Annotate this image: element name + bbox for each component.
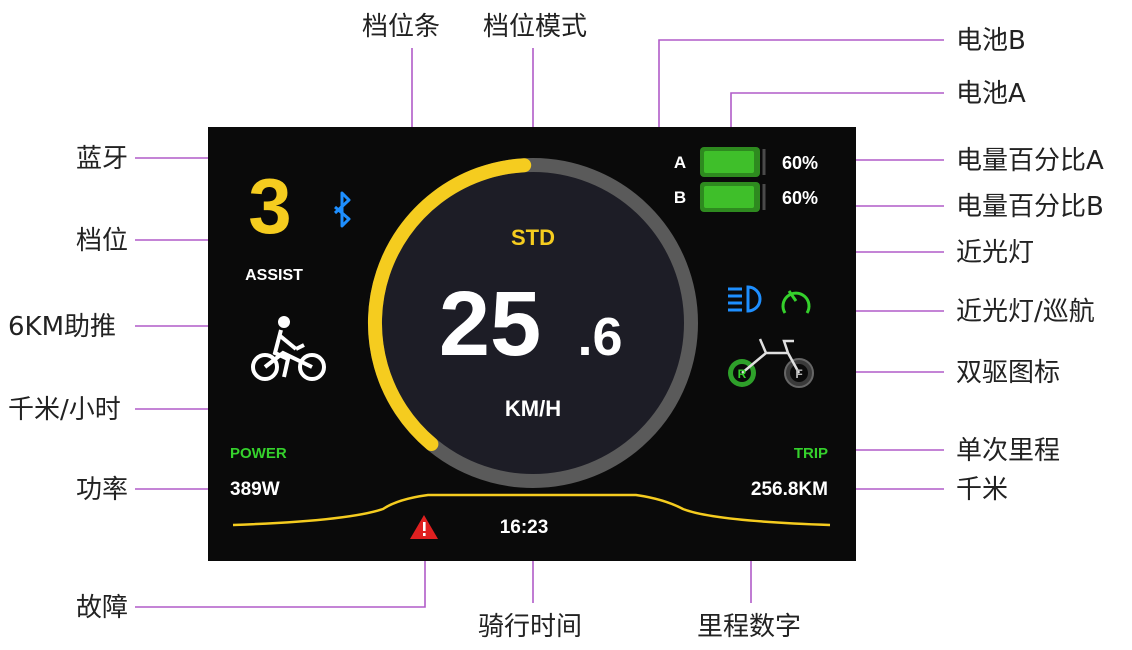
fault-icon bbox=[410, 515, 438, 539]
battery-b-letter: B bbox=[674, 188, 686, 207]
callout-ride-time: 骑行时间 bbox=[478, 612, 583, 642]
cruise-icon bbox=[781, 290, 811, 314]
trip-label: TRIP bbox=[794, 445, 828, 462]
callout-bluetooth: 蓝牙 bbox=[76, 144, 129, 174]
callout-dual-drive: 双驱图标 bbox=[956, 358, 1061, 388]
battery-a-letter: A bbox=[674, 153, 686, 172]
drive-rear-letter: R bbox=[738, 367, 747, 381]
walk-assist-icon bbox=[251, 316, 326, 381]
speed-decimal: .6 bbox=[577, 307, 622, 367]
callout-battery-pct-b: 电量百分比B bbox=[956, 192, 1104, 222]
battery-b-percent: 60% bbox=[782, 188, 818, 208]
callout-battery-b: 电池B bbox=[956, 26, 1026, 56]
callout-kmh: 千米/小时 bbox=[8, 395, 121, 425]
callout-battery-a: 电池A bbox=[956, 79, 1026, 109]
speed-integer: 25 bbox=[439, 273, 541, 375]
bluetooth-icon bbox=[333, 191, 351, 228]
dual-drive-icon bbox=[728, 338, 814, 388]
low-beam-icon bbox=[728, 285, 762, 313]
power-value: 389W bbox=[230, 479, 280, 500]
bike-display-screen: 3 ASSIST STD 25 .6 KM/H POWER 389W TRIP … bbox=[208, 127, 856, 561]
clock: 16:23 bbox=[500, 517, 549, 538]
callout-km: 千米 bbox=[956, 475, 1009, 505]
callout-low-beam: 近光灯 bbox=[956, 238, 1035, 268]
callout-fault: 故障 bbox=[76, 593, 129, 623]
speed-gauge: 3 ASSIST STD 25 .6 KM/H POWER 389W TRIP … bbox=[230, 147, 831, 539]
callout-gear-bar: 档位条 bbox=[362, 12, 441, 42]
battery-b-icon bbox=[700, 182, 766, 212]
mode-label: STD bbox=[511, 225, 555, 250]
speed-unit: KM/H bbox=[505, 396, 561, 421]
battery-a-icon bbox=[700, 147, 766, 177]
callout-gear-mode: 档位模式 bbox=[483, 12, 588, 42]
bottom-curve bbox=[232, 493, 831, 527]
callout-single-trip: 单次里程 bbox=[956, 436, 1061, 466]
trip-value: 256.8KM bbox=[751, 479, 828, 500]
callout-gear: 档位 bbox=[76, 226, 129, 256]
callout-battery-pct-a: 电量百分比A bbox=[956, 146, 1104, 176]
line-fault bbox=[135, 546, 426, 608]
callout-low-beam-cruise: 近光灯/巡航 bbox=[956, 297, 1095, 327]
gear-number: 3 bbox=[248, 162, 291, 250]
drive-front-letter: F bbox=[795, 367, 802, 381]
gear-bar bbox=[368, 158, 532, 451]
callout-walk-assist: 6KM助推 bbox=[8, 312, 117, 342]
callout-mileage-number: 里程数字 bbox=[697, 612, 802, 642]
power-label: POWER bbox=[230, 445, 287, 462]
battery-a-percent: 60% bbox=[782, 153, 818, 173]
assist-label: ASSIST bbox=[245, 267, 303, 284]
callout-power: 功率 bbox=[76, 475, 129, 505]
